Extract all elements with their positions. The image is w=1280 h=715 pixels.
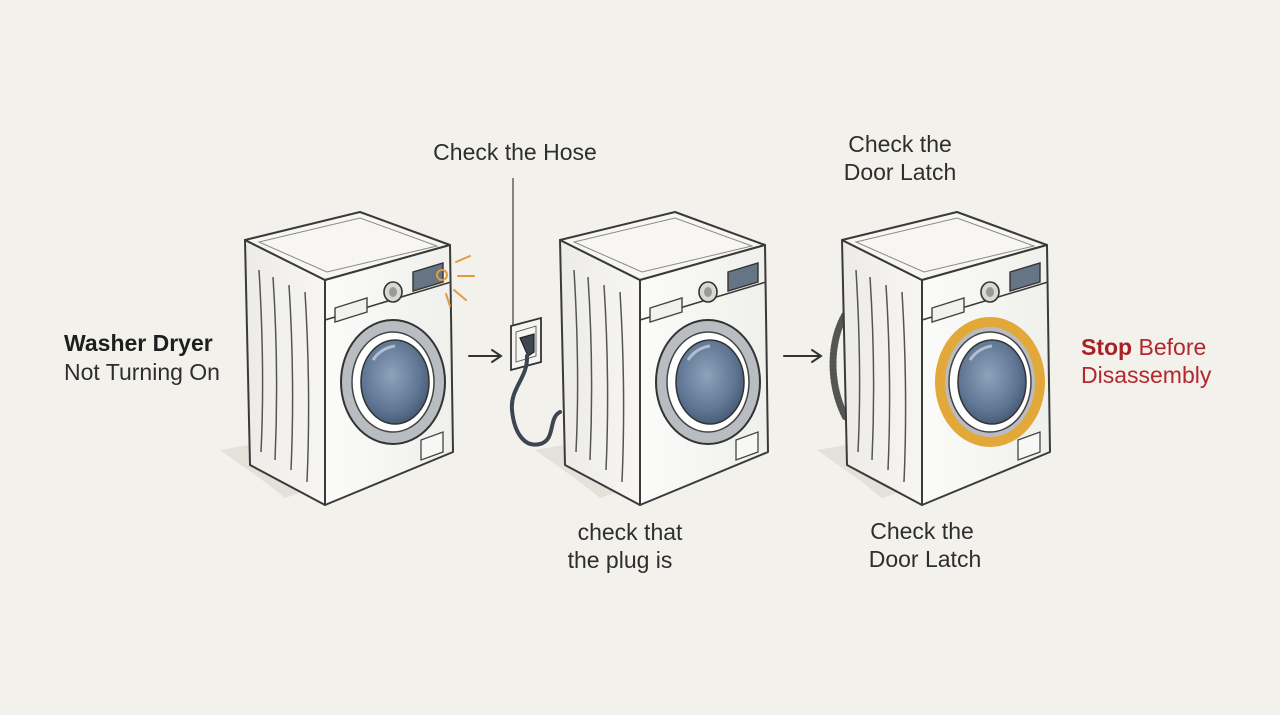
washer-dryer-icon: [218, 210, 455, 507]
washer-dryer-icon: [815, 210, 1052, 507]
outro-subtitle: Disassembly: [1081, 362, 1212, 388]
arrow-right-icon: [783, 349, 823, 363]
power-cable-icon: [509, 354, 562, 447]
stop-word: Stop: [1081, 334, 1133, 360]
wall-outlet-icon: [510, 316, 542, 372]
latch-top-label-line1: Check the: [848, 131, 952, 157]
intro-subtitle: Not Turning On: [64, 359, 220, 385]
washer-dryer-icon: [533, 210, 770, 507]
intro-title: Washer Dryer: [64, 330, 213, 356]
outro-title: Stop Before: [1081, 333, 1206, 362]
latch-top-label-line2: Door Latch: [843, 159, 957, 185]
plug-step-label-line2: the plug is: [567, 547, 673, 573]
plug-step-label-line1: check that: [577, 519, 683, 545]
hose-step-label: Check the Hose: [433, 139, 597, 165]
before-word: Before: [1138, 334, 1207, 360]
latch-bottom-label-line1: Check the: [870, 518, 974, 544]
door-latch-highlight: [935, 317, 1045, 447]
spark-icon: [436, 255, 475, 307]
latch-bottom-label-line2: Door Latch: [868, 546, 982, 572]
arrow-right-icon: [468, 349, 503, 363]
